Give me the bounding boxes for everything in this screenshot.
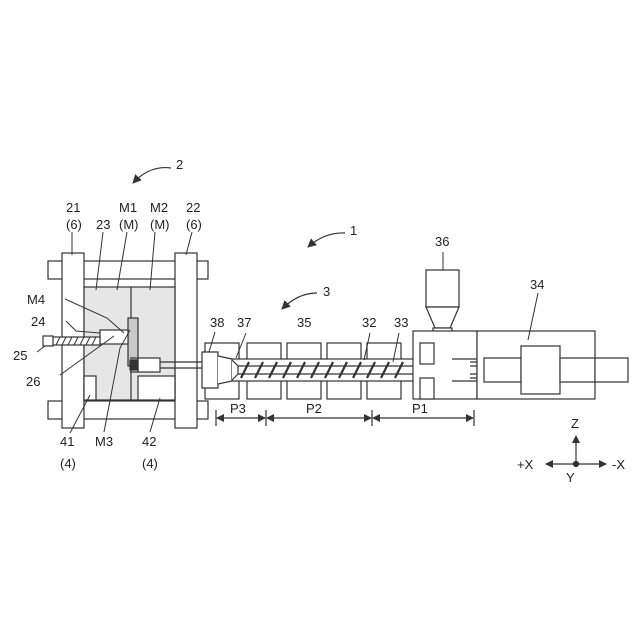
movable-platen-22	[175, 253, 197, 428]
label-2: 2	[176, 157, 183, 172]
ref-arrow-2	[133, 168, 171, 183]
block-42	[138, 376, 175, 400]
coordinate-axes	[546, 436, 606, 467]
label-21-sub: (6)	[66, 217, 82, 232]
nozzle-connector	[138, 358, 160, 372]
label-1: 1	[350, 223, 357, 238]
label-24: 24	[31, 314, 45, 329]
ref-arrow-1	[308, 233, 345, 247]
label-38: 38	[210, 315, 224, 330]
label-3: 3	[323, 284, 330, 299]
label-42-sub: (4)	[142, 456, 158, 471]
label-41-sub: (4)	[60, 456, 76, 471]
label-m2-sub: (M)	[150, 217, 170, 232]
label-m4: M4	[27, 292, 45, 307]
label-33: 33	[394, 315, 408, 330]
label-32: 32	[362, 315, 376, 330]
y-axis-dot	[574, 462, 579, 467]
label-26: 26	[26, 374, 40, 389]
axis-label-y: Y	[566, 470, 575, 485]
label-25: 25	[13, 348, 27, 363]
label-41: 41	[60, 434, 74, 449]
label-34: 34	[530, 277, 544, 292]
label-m2: M2	[150, 200, 168, 215]
label-p1: P1	[412, 401, 428, 416]
insert-m3	[128, 318, 138, 366]
drive-unit-34	[477, 331, 628, 399]
label-22: 22	[186, 200, 200, 215]
nozzle-38	[202, 352, 218, 388]
actuator-25	[43, 336, 53, 346]
label-36: 36	[435, 234, 449, 249]
zone-markers	[216, 410, 474, 426]
axis-label-minus-x: -X	[612, 457, 625, 472]
label-p2: P2	[306, 401, 322, 416]
label-42: 42	[142, 434, 156, 449]
label-22-sub: (6)	[186, 217, 202, 232]
label-23: 23	[96, 217, 110, 232]
label-37: 37	[237, 315, 251, 330]
label-m1-sub: (M)	[119, 217, 139, 232]
axis-label-z: Z	[571, 416, 579, 431]
label-35: 35	[297, 315, 311, 330]
ref-arrow-3	[282, 293, 317, 309]
label-m3: M3	[95, 434, 113, 449]
label-p3: P3	[230, 401, 246, 416]
label-m1: M1	[119, 200, 137, 215]
label-21: 21	[66, 200, 80, 215]
block-41	[84, 376, 96, 400]
axis-label-plus-x: +X	[517, 457, 534, 472]
